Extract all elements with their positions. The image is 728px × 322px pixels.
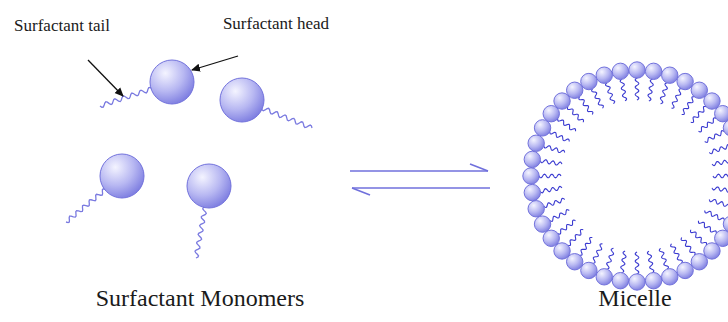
micelle-figure — [523, 62, 728, 290]
micelle-tail — [539, 174, 561, 178]
micelle-head — [581, 262, 597, 278]
surfactant-tail — [262, 108, 313, 128]
micelle-head — [534, 216, 550, 232]
micelle-head — [662, 67, 678, 83]
micelle-tail — [671, 244, 683, 264]
surfactant-head — [187, 164, 231, 208]
micelle-head — [612, 63, 628, 79]
figure-label: Surfactant Monomers — [35, 284, 365, 313]
surfactant-tail — [100, 87, 152, 107]
micelle-head — [723, 120, 728, 136]
micelle-tail — [544, 198, 565, 207]
micelle-tail — [550, 132, 570, 142]
figure-label: Micelle — [545, 284, 725, 313]
callout-label: Surfactant head — [221, 14, 331, 34]
surfactant-tail — [66, 189, 106, 223]
micelle-tail — [698, 221, 716, 234]
micelle-tail — [579, 97, 593, 115]
micelle-tail — [550, 210, 570, 222]
micelle-tail — [544, 146, 565, 153]
reverse-arrow — [352, 187, 490, 189]
micelle-tail — [648, 79, 653, 101]
callout-label: Surfactant tail — [7, 16, 117, 36]
micelle-head — [543, 230, 559, 246]
micelle-head — [566, 82, 582, 98]
forward-arrow — [350, 170, 488, 172]
micelle-tail — [540, 160, 562, 165]
surfactant-tail — [195, 207, 206, 258]
head-leader — [192, 56, 238, 70]
micelle-tail — [712, 159, 728, 165]
micelle-head — [596, 269, 612, 285]
micelle-tail — [607, 248, 614, 269]
micelle-tail — [691, 106, 707, 122]
tail-leader — [88, 60, 123, 96]
forward-arrow-head — [470, 164, 488, 171]
micelle-tail — [681, 237, 695, 255]
micelle-tail — [709, 199, 728, 206]
micelle-head — [645, 63, 661, 79]
equilibrium-arrows — [350, 164, 490, 195]
micelle-tail — [593, 244, 603, 264]
micelle-tail — [606, 83, 615, 104]
surfactant-head — [100, 154, 144, 198]
micelle-head — [528, 135, 544, 151]
micelle-head — [677, 73, 693, 89]
micelle-head — [691, 254, 707, 270]
micelle-tail — [659, 248, 668, 269]
micelle-head — [523, 168, 539, 184]
micelle-tail — [672, 89, 682, 109]
reverse-arrow-head — [352, 188, 370, 195]
micelle-head — [528, 201, 544, 217]
micelle-head — [715, 105, 728, 121]
micelle-tail — [712, 187, 728, 192]
micelle-head — [581, 73, 597, 89]
micelle-tail — [705, 211, 725, 221]
micelle-tail — [660, 83, 667, 104]
micelle-head — [662, 269, 678, 285]
micelle-tail — [540, 186, 562, 192]
micelle-tail — [558, 220, 576, 234]
micelle-head — [596, 67, 612, 83]
micelle-tail — [567, 107, 583, 123]
micelle-head — [629, 62, 645, 78]
micelle-tail — [635, 252, 639, 274]
micelle-tail — [579, 237, 592, 255]
micelle-tail — [558, 118, 576, 131]
micelle-tail — [690, 230, 706, 246]
micelle-tail — [682, 97, 695, 115]
micelle-tail — [635, 78, 639, 100]
surfactant-head — [220, 78, 264, 122]
micelle-tail — [713, 174, 728, 178]
micelle-head — [534, 120, 550, 136]
micelle-tail — [709, 145, 728, 154]
micelle-head — [524, 184, 540, 200]
micelle-tail — [568, 229, 584, 245]
micelle-tail — [621, 251, 626, 273]
micelle-tail — [620, 79, 626, 101]
micelle-tail — [698, 118, 716, 132]
surfactant-head — [150, 60, 194, 104]
micelle-head — [524, 151, 540, 167]
micelle-tail — [592, 89, 604, 109]
micelle-head — [677, 262, 693, 278]
micelle-tail — [705, 131, 725, 143]
surfactant-monomers — [66, 60, 312, 258]
micelle-tail — [647, 251, 653, 273]
